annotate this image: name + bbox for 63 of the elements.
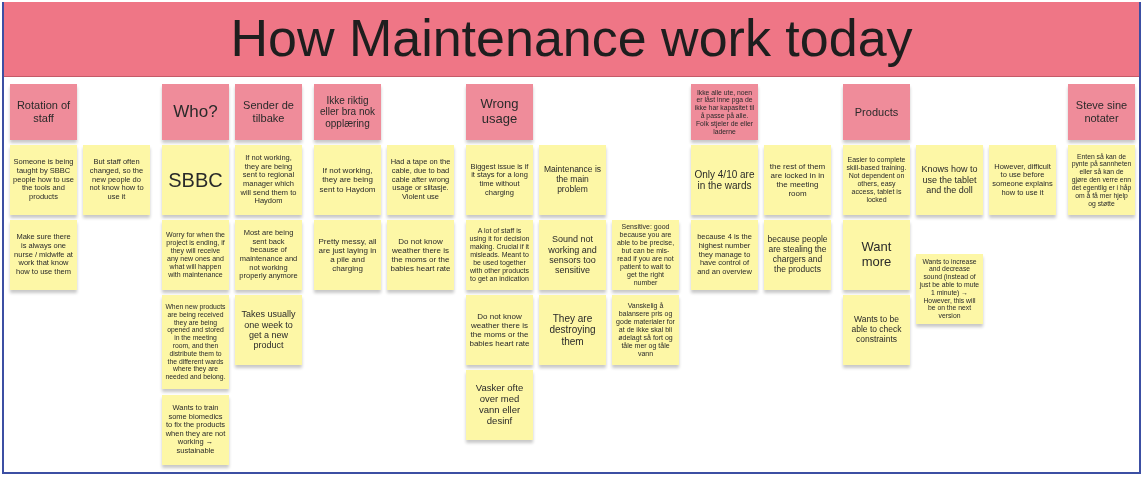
sticky-note [10, 145, 77, 215]
sticky-note [235, 220, 302, 290]
sticky-note [843, 145, 910, 215]
sticky-note [162, 295, 229, 389]
header-sticky-note [466, 84, 533, 140]
sticky-note [10, 220, 77, 290]
sticky-note [691, 220, 758, 290]
sticky-note [989, 145, 1056, 215]
sticky-note [843, 220, 910, 290]
header-sticky-note [162, 84, 229, 140]
note-text: Sound not working and sensors too sensitive [547, 234, 598, 276]
sticky-note [235, 145, 302, 215]
note-text: Pretty messy, all are just laying in a pile and charging [317, 236, 378, 274]
sticky-note [162, 145, 229, 215]
sticky-note [916, 145, 983, 215]
note-text: Do not know weather there is the moms or the babies heart rate [469, 311, 530, 349]
note-text: If not working, they are being sent to Haydom [318, 166, 377, 194]
header-sticky-note [843, 84, 910, 140]
note-text: Ikke riktig eller bra nok opplæring [319, 94, 376, 130]
sticky-note [691, 145, 758, 215]
sticky-note [539, 220, 606, 290]
sticky-note [83, 145, 150, 215]
sticky-note [314, 220, 381, 290]
sticky-note [612, 295, 679, 365]
sticky-note [539, 295, 606, 365]
note-text: Products [854, 105, 899, 119]
sticky-note [1068, 145, 1135, 215]
note-text: Sender de tilbake [242, 99, 295, 125]
note-text: Steve sine notater [1074, 99, 1129, 125]
sticky-note [466, 370, 533, 440]
header-sticky-note [1068, 84, 1135, 140]
note-text: Rotation of staff [15, 99, 72, 125]
title: How Maintenance work today [230, 10, 913, 68]
note-text: Wrong usage [479, 97, 520, 127]
header-sticky-note [10, 84, 77, 140]
sticky-note [539, 145, 606, 215]
sticky-note [764, 145, 831, 215]
note-text: They are destroying them [548, 312, 597, 348]
note-text: Takes usually one week to get a new product [240, 309, 297, 351]
note-text: Knows how to use the tablet and the doll [920, 164, 979, 196]
sticky-note [466, 145, 533, 215]
note-text: the rest of them are locked in in the meeting room [768, 161, 827, 199]
sticky-note [162, 220, 229, 290]
note-text: Want more [860, 240, 893, 270]
note-text: SBBC [168, 168, 223, 192]
header-sticky-note [235, 84, 302, 140]
note-text: Wants to be able to check constraints [850, 315, 903, 345]
note-text: because people are stealing the chargers and the products [767, 235, 828, 275]
note-text: Do not know weather there is the moms or the babies heart rate [390, 236, 451, 274]
sticky-note [466, 220, 533, 290]
note-text: Vasker ofte over med vann eller desinf [474, 383, 525, 427]
sticky-note [387, 220, 454, 290]
note-text: Who? [173, 102, 218, 122]
note-text: Maintenance is the main problem [542, 165, 603, 195]
header-sticky-note [314, 84, 381, 140]
sticky-note [387, 145, 454, 215]
note-text: Only 4/10 are in the wards [694, 168, 755, 192]
sticky-note [764, 220, 831, 290]
sticky-note [466, 295, 533, 365]
sticky-note [235, 295, 302, 365]
sticky-note [162, 394, 229, 465]
sticky-note [314, 145, 381, 215]
sticky-note [843, 295, 910, 365]
